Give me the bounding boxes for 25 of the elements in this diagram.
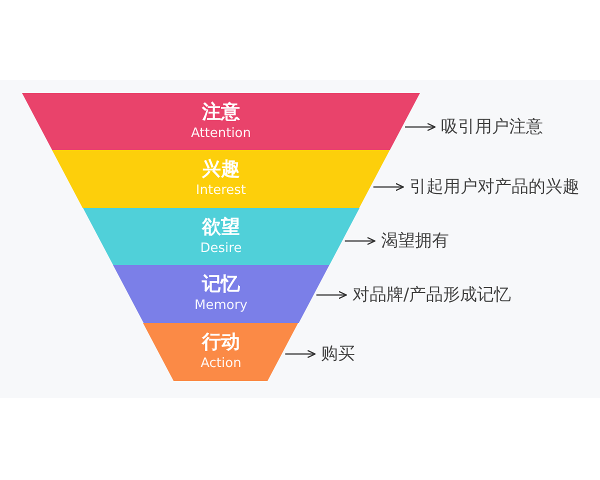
stage-subtitle: Attention	[191, 126, 251, 142]
arrow	[405, 122, 436, 132]
stage-title: 行动	[202, 330, 240, 354]
funnel-band	[143, 323, 299, 381]
funnel-band	[82, 208, 360, 265]
funnel-band	[112, 265, 330, 323]
stage-description: 吸引用户注意	[441, 116, 544, 138]
arrow	[316, 290, 347, 300]
stage-subtitle: Memory	[194, 298, 248, 314]
arrow	[285, 350, 316, 358]
stage-description: 引起用户对产品的兴趣	[409, 176, 580, 198]
stage-subtitle: Interest	[196, 183, 246, 199]
arrow	[344, 236, 376, 246]
stage-title: 欲望	[202, 215, 240, 239]
funnel-band	[52, 150, 390, 208]
stage-description: 对品牌/产品形成记忆	[352, 284, 512, 306]
stage-title: 记忆	[202, 272, 240, 296]
stage-description: 渴望拥有	[380, 230, 449, 252]
stage-description: 购买	[321, 343, 356, 365]
stage-title: 兴趣	[202, 157, 240, 181]
arrow	[373, 182, 404, 192]
stage-subtitle: Action	[200, 356, 242, 372]
stage-subtitle: Desire	[200, 241, 242, 257]
stage-title: 注意	[202, 100, 240, 124]
funnel-band	[22, 93, 420, 150]
